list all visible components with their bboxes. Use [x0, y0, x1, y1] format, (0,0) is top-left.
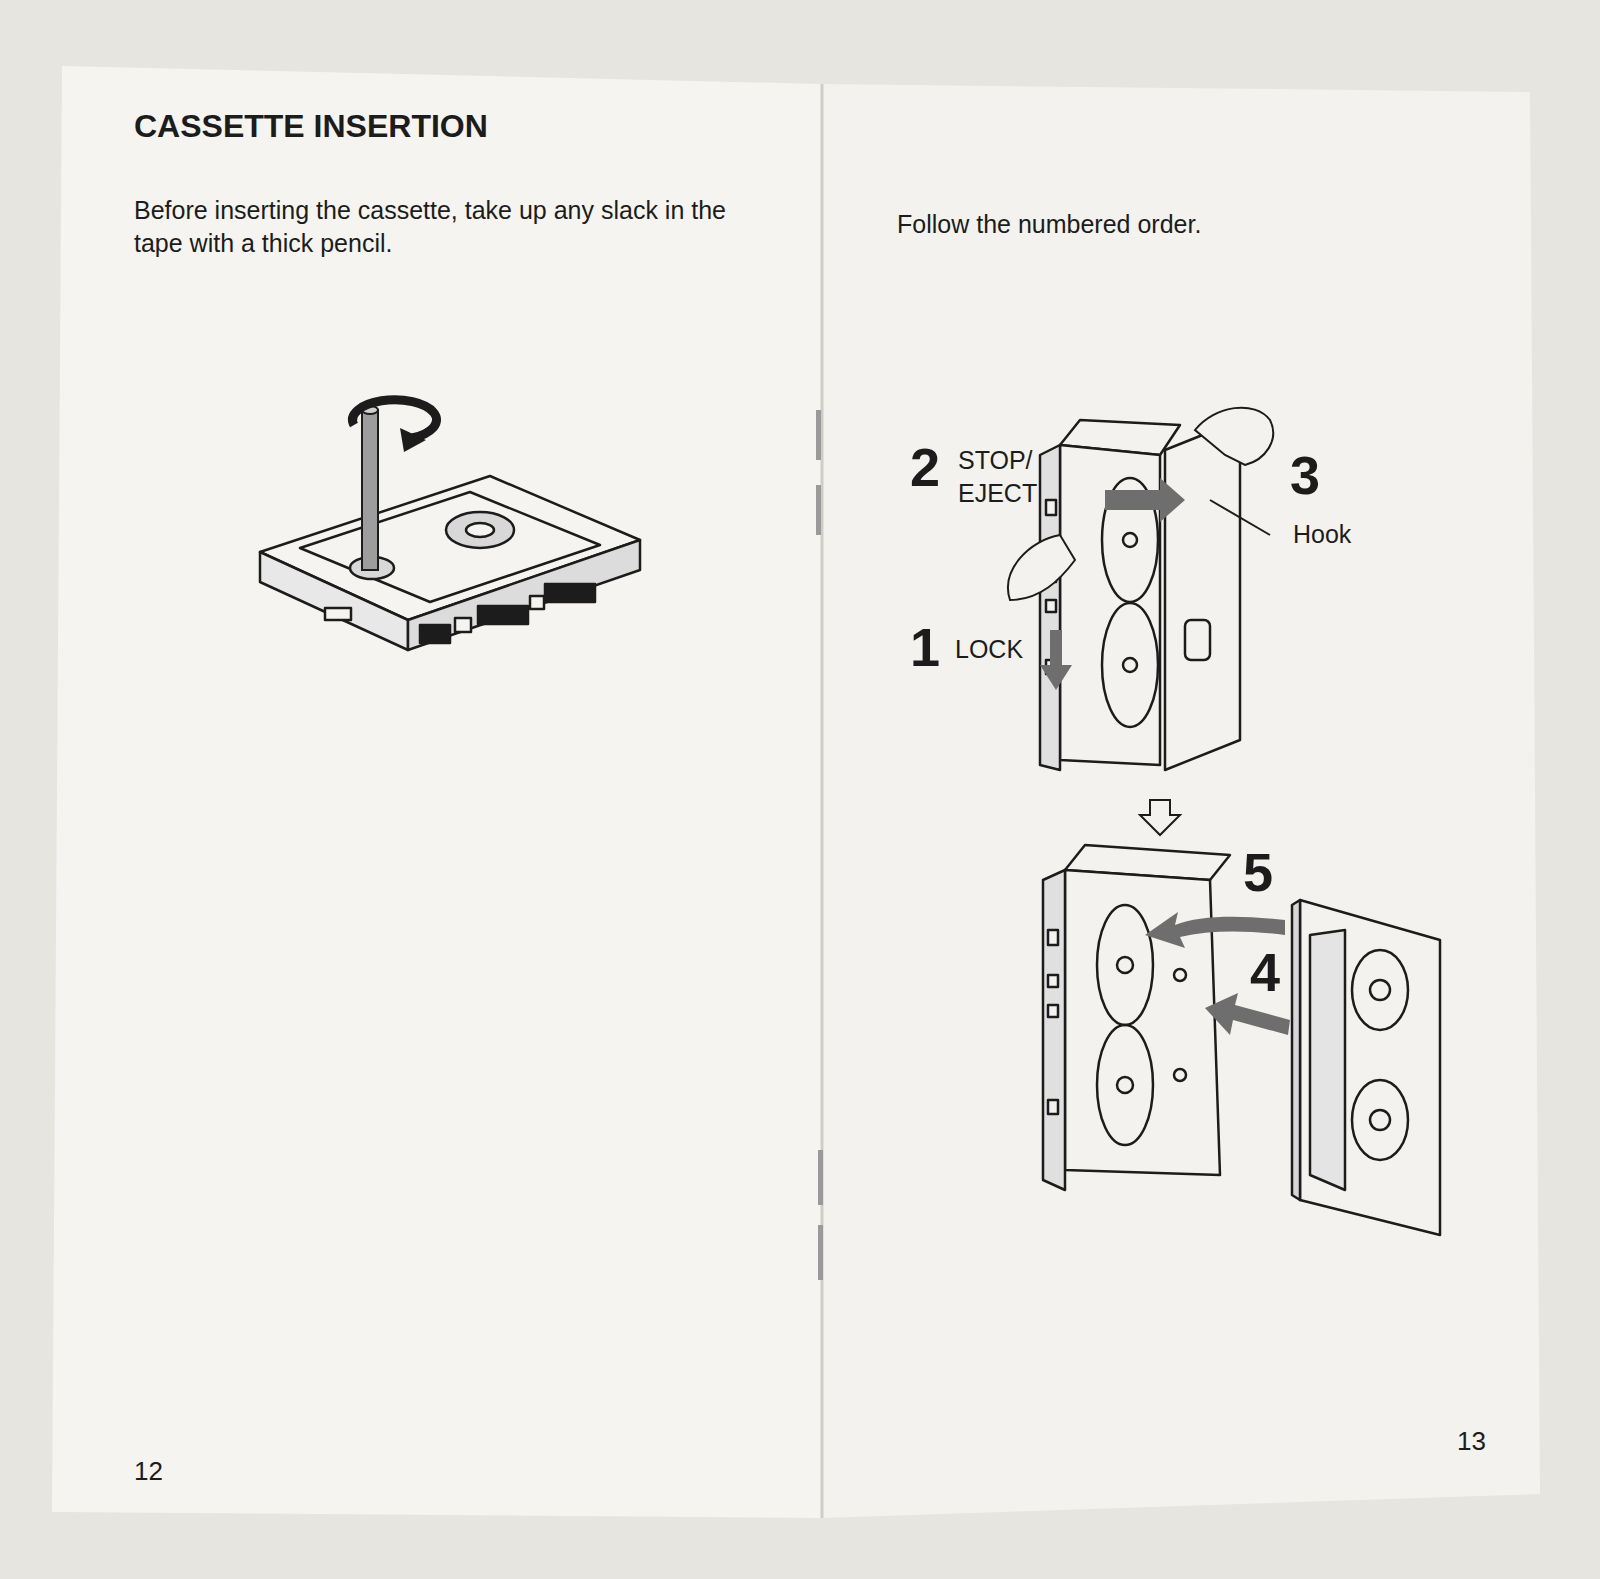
staple: [816, 485, 821, 535]
direction-arrows: [1040, 478, 1185, 835]
control-label: STOP/ EJECT: [958, 444, 1048, 509]
right-page: [822, 84, 1540, 1518]
walkman-lower: [1043, 845, 1440, 1235]
staple: [818, 1150, 823, 1205]
staple: [816, 410, 821, 460]
pencil: [353, 400, 437, 570]
control-label: LOCK: [955, 633, 1035, 666]
instruction-text: Follow the numbered order.: [897, 208, 1317, 241]
staple: [818, 1225, 823, 1280]
intro-paragraph: Before inserting the cassette, take up a…: [134, 194, 774, 259]
walkman-upper: [1040, 420, 1240, 770]
hands: [1008, 408, 1273, 600]
hook-leader: [1210, 500, 1270, 535]
callout-number: 1: [910, 620, 954, 674]
page-number: 13: [1457, 1425, 1517, 1459]
page-number: 12: [134, 1455, 194, 1489]
cassette-drawing: [260, 476, 640, 650]
callout-number: 2: [910, 440, 954, 494]
callout-number: 4: [1250, 945, 1294, 999]
part-label: Hook: [1293, 518, 1373, 551]
callout-number: 5: [1243, 845, 1287, 899]
page-heading: CASSETTE INSERTION: [134, 106, 488, 148]
spine: [821, 84, 824, 1518]
left-page: [52, 66, 822, 1518]
callout-number: 3: [1290, 448, 1334, 502]
